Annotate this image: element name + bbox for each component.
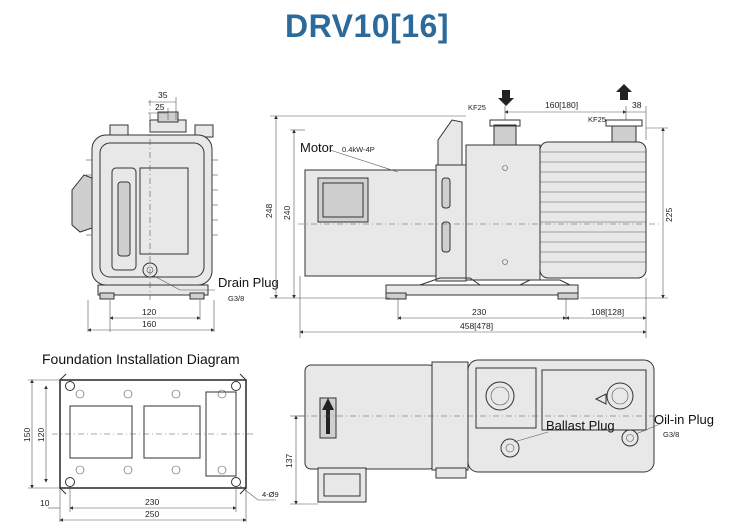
dim-458-478: 458[478] bbox=[460, 321, 493, 331]
dim-160-180: 160[180] bbox=[545, 100, 578, 110]
dim-f150: 150 bbox=[22, 428, 32, 442]
dim-35: 35 bbox=[158, 90, 168, 100]
dim-38: 38 bbox=[632, 100, 642, 110]
dim-225: 225 bbox=[664, 208, 674, 222]
dim-230: 230 bbox=[472, 307, 486, 317]
holes-label: 4-Ø9 bbox=[262, 490, 279, 499]
oil-thread-label: G3/8 bbox=[663, 430, 679, 439]
dim-f230: 230 bbox=[145, 497, 159, 507]
ballast-plug-label: Ballast Plug bbox=[546, 418, 615, 433]
dim-248: 248 bbox=[264, 204, 274, 218]
drain-thread-label: G3/8 bbox=[228, 294, 244, 303]
page-title: DRV10[16] bbox=[285, 8, 449, 44]
motor-spec-label: 0.4kW-4P bbox=[342, 145, 375, 154]
dim-f120: 120 bbox=[36, 428, 46, 442]
oil-in-plug-label: Oil-in Plug bbox=[654, 412, 714, 427]
dim-160: 160 bbox=[142, 319, 156, 329]
dim-25: 25 bbox=[155, 102, 165, 112]
motor-label: Motor bbox=[300, 140, 334, 155]
dim-240: 240 bbox=[282, 206, 292, 220]
top-view bbox=[290, 359, 661, 505]
dim-120: 120 bbox=[142, 307, 156, 317]
kf25-outlet-label: KF25 bbox=[588, 115, 606, 124]
dim-108-128: 108[128] bbox=[591, 307, 624, 317]
dim-t137: 137 bbox=[284, 454, 294, 468]
front-view bbox=[71, 97, 218, 332]
side-view bbox=[270, 84, 668, 338]
drain-plug-label: Drain Plug bbox=[218, 275, 279, 290]
kf25-inlet-label: KF25 bbox=[468, 103, 486, 112]
dim-f250: 250 bbox=[145, 509, 159, 519]
dim-f10: 10 bbox=[40, 498, 50, 508]
foundation-diagram bbox=[28, 373, 276, 522]
foundation-title: Foundation Installation Diagram bbox=[42, 351, 240, 367]
